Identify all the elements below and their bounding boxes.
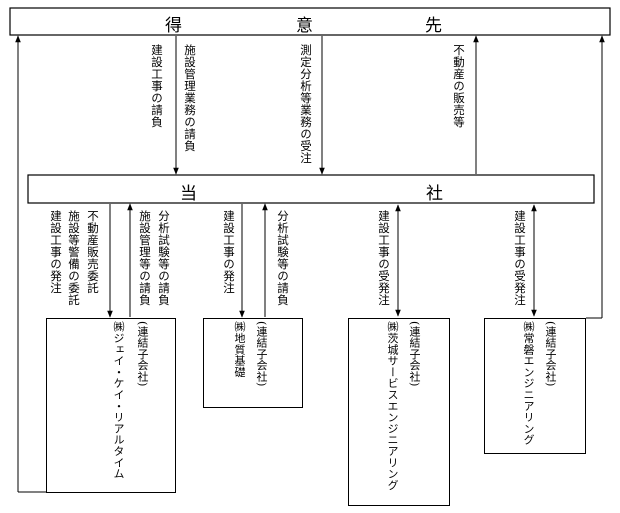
subsidiary-name: ㈱常磐エンジニアリング [522, 321, 535, 446]
flow-label-jk-realestate: 不動産販売委託 [86, 210, 100, 294]
subsidiary-box-chishitsu-kiso: (連結子会社) ㈱地質基礎 [203, 318, 303, 408]
company-char-2: 社 [426, 184, 443, 204]
customer-char-3: 先 [425, 16, 442, 36]
subsidiary-tag: (連結子会社) [255, 321, 268, 387]
subsidiary-name: ㈱ジェイ・ケイ・リアルタイム [112, 321, 125, 480]
flow-label-jk-analysis: 分析試験等の請負 [157, 210, 171, 306]
customer-char-2: 意 [296, 16, 313, 36]
subsidiary-box-jk-realtime: (連結子会社) ㈱ジェイ・ケイ・リアルタイム [46, 318, 176, 493]
company-char-1: 当 [180, 184, 197, 204]
subsidiary-box-joban-engineering: (連結子会社) ㈱常磐エンジニアリング [484, 318, 586, 454]
flow-label-real-estate: 不動産の販売等 [452, 44, 466, 128]
subsidiary-tag: (連結子会社) [136, 321, 149, 387]
flow-label-chishitsu-analysis: 分析試験等の請負 [276, 210, 290, 306]
flow-label-construction-contract: 建設工事の請負 [150, 44, 164, 128]
subsidiary-tag: (連結子会社) [408, 321, 421, 387]
subsidiary-box-ibaraki-service: (連結子会社) ㈱茨城サービスエンジニアリング [348, 318, 450, 506]
flow-label-jk-construction: 建設工事の発注 [49, 210, 63, 294]
flow-label-jk-facility: 施設管理等の請負 [138, 210, 152, 306]
flow-label-jk-security: 施設等警備の委託 [67, 210, 81, 306]
subsidiary-name: ㈱地質基礎 [233, 321, 246, 378]
flow-label-ibaraki-construction: 建設工事の受発注 [377, 210, 391, 306]
customer-box [9, 7, 611, 36]
customer-char-1: 得 [165, 16, 182, 36]
flow-label-facility-management: 施設管理業務の請負 [183, 44, 197, 152]
company-box [27, 174, 595, 204]
subsidiary-name: ㈱茨城サービスエンジニアリング [386, 321, 399, 491]
flow-label-joban-construction: 建設工事の受発注 [513, 210, 527, 306]
flow-label-measurement: 測定分析等業務の受注 [299, 44, 313, 164]
flow-label-chishitsu-construction: 建設工事の発注 [222, 210, 236, 294]
subsidiary-tag: (連結子会社) [544, 321, 557, 387]
